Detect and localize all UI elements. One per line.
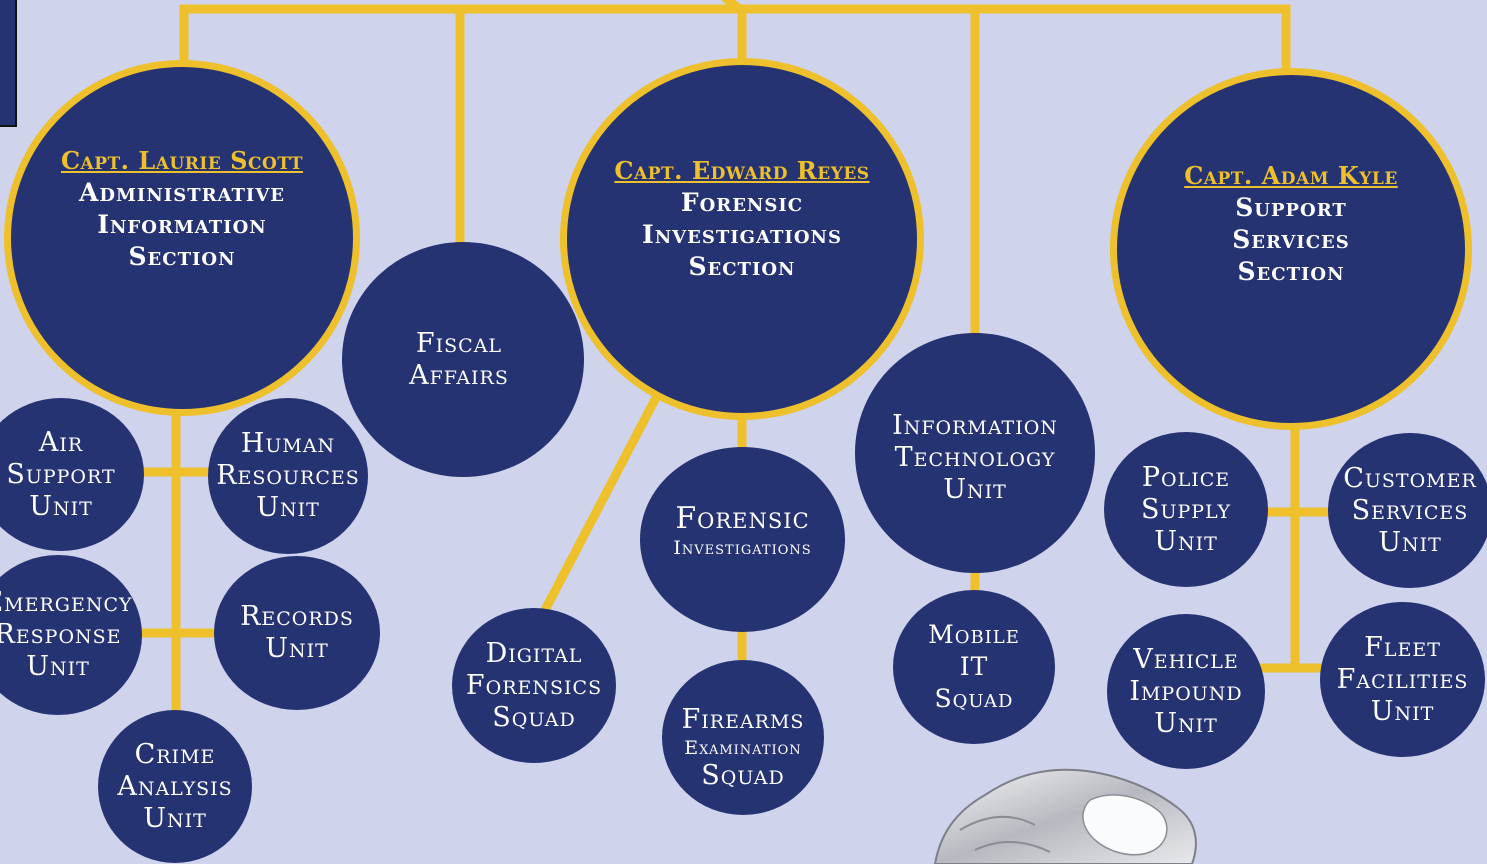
node-records: Records Unit	[214, 556, 380, 710]
node-vehicle-impound: Vehicle Impound Unit	[1107, 614, 1265, 769]
node-crime-analysis: Crime Analysis Unit	[98, 710, 252, 863]
captain-name[interactable]: Capt. Edward Reyes	[614, 156, 870, 185]
node-human-resources: Human Resources Unit	[208, 398, 368, 554]
node-forensic-investigations: Forensic Investigations	[640, 447, 845, 632]
node-customer-services: Customer Services Unit	[1328, 433, 1487, 588]
section-title: Forensic Investigations Section	[642, 188, 842, 281]
section-support: Capt. Adam Kyle Support Services Section	[1110, 68, 1472, 430]
captain-name[interactable]: Capt. Adam Kyle	[1184, 161, 1398, 190]
node-air-support: Air Support Unit	[0, 398, 144, 551]
node-mobile-it: Mobile IT Squad	[893, 590, 1055, 744]
section-forensic: Capt. Edward Reyes Forensic Investigatio…	[560, 58, 924, 420]
node-firearms-examination: Firearms Examination Squad	[662, 660, 824, 815]
node-fiscal-affairs: Fiscal Affairs	[342, 242, 584, 477]
node-fleet-facilities: Fleet Facilities Unit	[1320, 602, 1485, 757]
section-administrative: Capt. Laurie Scott Administrative Inform…	[4, 60, 360, 416]
node-police-supply: Police Supply Unit	[1104, 432, 1268, 587]
digital-diagonal	[538, 383, 667, 617]
section-title: Administrative Information Section	[78, 178, 286, 271]
node-digital-forensics: Digital Forensics Squad	[452, 608, 616, 763]
node-emergency-response: Emergency Response Unit	[0, 555, 142, 715]
node-information-technology: Information Technology Unit	[855, 333, 1095, 573]
corner-panel	[0, 0, 17, 127]
captain-name[interactable]: Capt. Laurie Scott	[60, 146, 304, 175]
section-title: Support Services Section	[1232, 193, 1350, 286]
